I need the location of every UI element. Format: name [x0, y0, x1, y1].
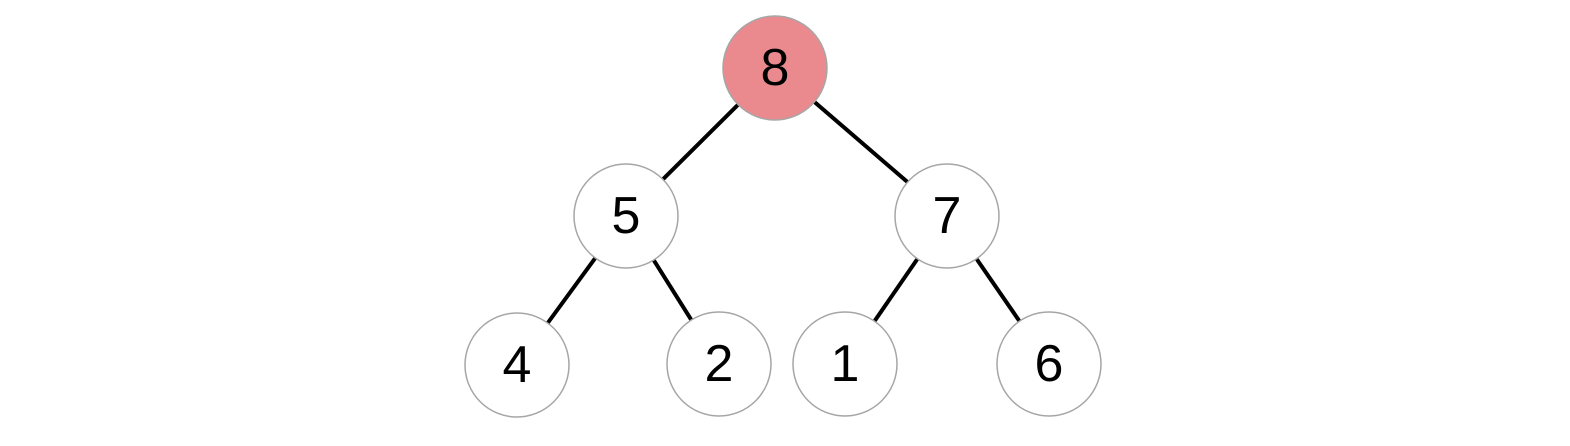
node-label: 4	[503, 336, 532, 394]
tree-node-1: 1	[792, 311, 898, 417]
node-circle	[894, 163, 1000, 269]
node-circle	[996, 311, 1102, 417]
node-label: 2	[705, 335, 734, 393]
tree-node-5: 5	[573, 163, 679, 269]
node-circle	[666, 311, 772, 417]
node-label: 8	[761, 39, 790, 97]
node-label: 7	[933, 187, 962, 245]
tree-node-7: 7	[894, 163, 1000, 269]
tree-node-2: 2	[666, 311, 772, 417]
node-circle	[573, 163, 679, 269]
node-circle	[464, 312, 570, 418]
node-circle	[792, 311, 898, 417]
node-label: 6	[1035, 335, 1064, 393]
tree-node-4: 4	[464, 312, 570, 418]
node-circle-highlighted	[722, 15, 828, 121]
node-label: 1	[831, 335, 860, 393]
node-label: 5	[612, 187, 641, 245]
tree-node-6: 6	[996, 311, 1102, 417]
tree-node-8: 8	[722, 15, 828, 121]
